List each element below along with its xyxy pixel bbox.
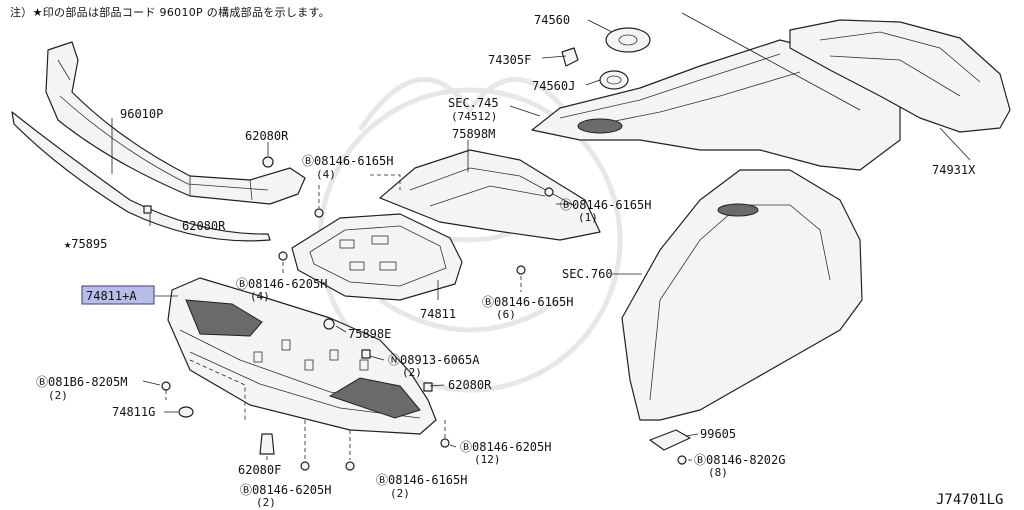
label-75895[interactable]: ★75895 bbox=[64, 237, 107, 251]
label-74931x[interactable]: 74931X bbox=[932, 163, 976, 177]
label-081b6-8205m[interactable]: Ⓑ081B6-8205M bbox=[36, 375, 127, 389]
label-75898e[interactable]: 75898E bbox=[348, 327, 391, 341]
label-sec760[interactable]: SEC.760 bbox=[562, 267, 613, 281]
part-75895-spoiler-lip[interactable] bbox=[11, 111, 271, 242]
label-62080r-low[interactable]: 62080R bbox=[448, 378, 492, 392]
label-96010p[interactable]: 96010P bbox=[120, 107, 163, 121]
part-74811a-front-undercover[interactable] bbox=[167, 277, 437, 435]
label-08146-8202g[interactable]: Ⓑ08146-8202G bbox=[694, 453, 785, 467]
label-08146-6165h-b[interactable]: Ⓑ08146-6165H bbox=[560, 198, 651, 212]
label-08146-6205h-c[interactable]: Ⓑ08146-6205H bbox=[240, 483, 331, 497]
part-99605-bracket[interactable] bbox=[649, 429, 691, 451]
label-62080r-top[interactable]: 62080R bbox=[245, 129, 289, 143]
label-sec745-sub: (74512) bbox=[451, 110, 497, 123]
label-74560j[interactable]: 74560J bbox=[532, 79, 575, 93]
label-08146-6165h-c[interactable]: Ⓑ08146-6165H bbox=[482, 295, 573, 309]
label-08913-6065a-qty: (2) bbox=[402, 366, 422, 379]
label-99605[interactable]: 99605 bbox=[700, 427, 736, 441]
label-74305f[interactable]: 74305F bbox=[488, 53, 531, 67]
label-75898m[interactable]: 75898M bbox=[452, 127, 495, 141]
label-62080f[interactable]: 62080F bbox=[238, 463, 281, 477]
part-74305f-clip[interactable] bbox=[561, 47, 579, 67]
label-081b6-8205m-qty: (2) bbox=[48, 389, 68, 402]
highlight-74811a bbox=[81, 285, 155, 305]
label-08146-6205h-a[interactable]: Ⓑ08146-6205H bbox=[236, 277, 327, 291]
part-74811-undercover[interactable] bbox=[291, 213, 463, 301]
label-74811a[interactable]: 74811+A bbox=[86, 289, 137, 303]
label-08146-6205h-a-qty: (4) bbox=[250, 290, 270, 303]
callout-labels: 74560 74305F 74560J SEC.745 (74512) 9601… bbox=[36, 13, 1003, 509]
leader-lines bbox=[111, 19, 971, 462]
footnote-star-note: 注）★印の部品は部品コード 96010P の構成部品を示します。 bbox=[10, 6, 330, 19]
label-08146-6165h-a-qty: (4) bbox=[316, 168, 336, 181]
label-08146-6165h-c-qty: (6) bbox=[496, 308, 516, 321]
label-74560[interactable]: 74560 bbox=[534, 13, 570, 27]
label-08146-6165h-a[interactable]: Ⓑ08146-6165H bbox=[302, 154, 393, 168]
label-08146-6165h-b-qty: (1) bbox=[578, 211, 598, 224]
label-08146-6165h-d-qty: (2) bbox=[390, 487, 410, 500]
label-08913-6065a[interactable]: Ⓝ08913-6065A bbox=[388, 353, 480, 367]
label-08146-6165h-d[interactable]: Ⓑ08146-6165H bbox=[376, 473, 467, 487]
part-96010p-bumper-fascia[interactable] bbox=[45, 41, 306, 205]
label-sec745[interactable]: SEC.745 bbox=[448, 96, 499, 110]
label-74811[interactable]: 74811 bbox=[420, 307, 456, 321]
diagram-code: J74701LG bbox=[936, 492, 1003, 508]
part-body-floor-structure bbox=[531, 12, 901, 421]
fastener-set bbox=[143, 156, 687, 471]
label-08146-6205h-b[interactable]: Ⓑ08146-6205H bbox=[460, 440, 551, 454]
label-08146-6205h-c-qty: (2) bbox=[256, 496, 276, 509]
part-74931x-rear-cover[interactable] bbox=[789, 19, 1011, 133]
label-08146-6205h-b-qty: (12) bbox=[474, 453, 501, 466]
part-74560-mount[interactable] bbox=[605, 27, 651, 53]
part-74560j-ring[interactable] bbox=[599, 70, 629, 90]
label-62080r-mid[interactable]: 62080R bbox=[182, 219, 226, 233]
label-08146-8202g-qty: (8) bbox=[708, 466, 728, 479]
label-74811g[interactable]: 74811G bbox=[112, 405, 155, 419]
